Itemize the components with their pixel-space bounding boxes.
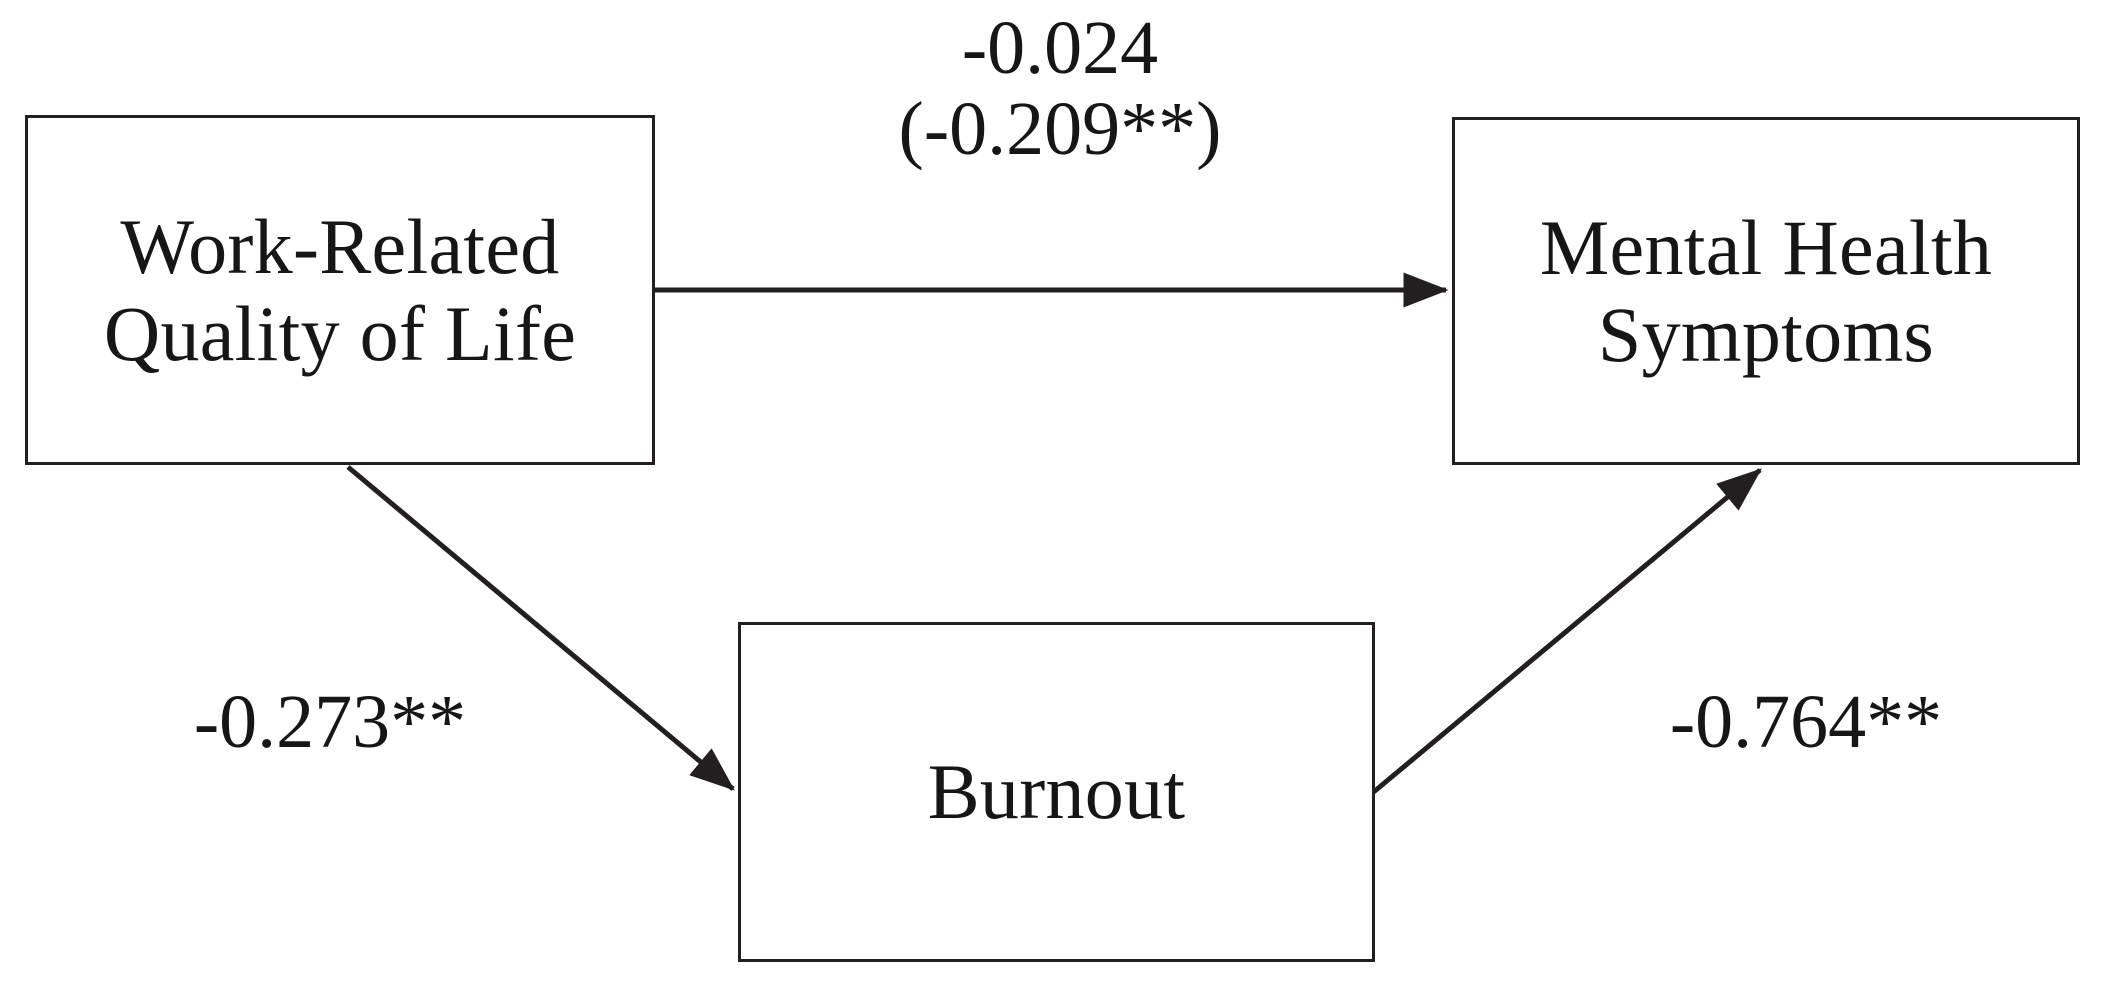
node-burnout: Burnout [738, 622, 1375, 962]
node-mental-health-symptoms: Mental Health Symptoms [1452, 117, 2080, 465]
node-label-mhs: Mental Health Symptoms [1539, 203, 1993, 378]
node-label-wrqol: Work-Related Quality of Life [103, 202, 577, 377]
path-label-a-wrqol-burnout: -0.273** [193, 680, 467, 764]
node-label-burnout: Burnout [927, 748, 1186, 836]
path-label-b-burnout-mhs: -0.764** [1669, 680, 1943, 764]
path-label-direct-effect: -0.024 (-0.209**) [898, 6, 1222, 171]
node-work-related-quality-of-life: Work-Related Quality of Life [25, 115, 655, 465]
